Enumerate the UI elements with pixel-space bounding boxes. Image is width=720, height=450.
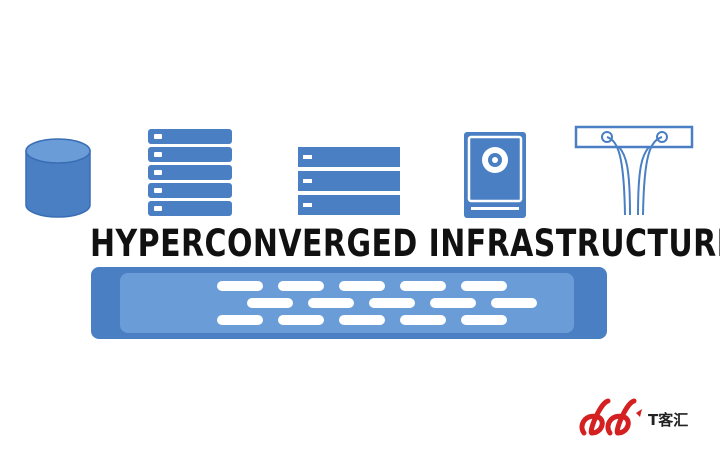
appliance-slot	[217, 315, 263, 325]
watermark-logo-icon	[579, 398, 642, 436]
appliance-slot	[339, 281, 385, 291]
hyperconverged-appliance	[91, 267, 607, 339]
appliance-slot	[461, 315, 507, 325]
watermark-text: T客汇	[648, 411, 689, 429]
hard-drive-icon	[464, 132, 526, 218]
appliance-slot	[278, 281, 324, 291]
appliance-slot	[339, 315, 385, 325]
server-rack-icon	[148, 129, 232, 216]
appliance-slot	[491, 298, 537, 308]
appliance-slot	[430, 298, 476, 308]
appliance-slot	[400, 281, 446, 291]
network-switch-icon	[574, 125, 694, 216]
appliance-slot	[308, 298, 354, 308]
appliance-slots	[217, 281, 537, 325]
appliance-slot	[400, 315, 446, 325]
database-icon	[25, 138, 91, 218]
appliance-slot	[278, 315, 324, 325]
diagram-title: HYPERCONVERGED INFRASTRUCTURE	[90, 222, 720, 265]
appliance-slot	[247, 298, 293, 308]
storage-array-icon	[298, 147, 400, 215]
appliance-slot	[217, 281, 263, 291]
appliance-slot	[461, 281, 507, 291]
appliance-slot	[369, 298, 415, 308]
